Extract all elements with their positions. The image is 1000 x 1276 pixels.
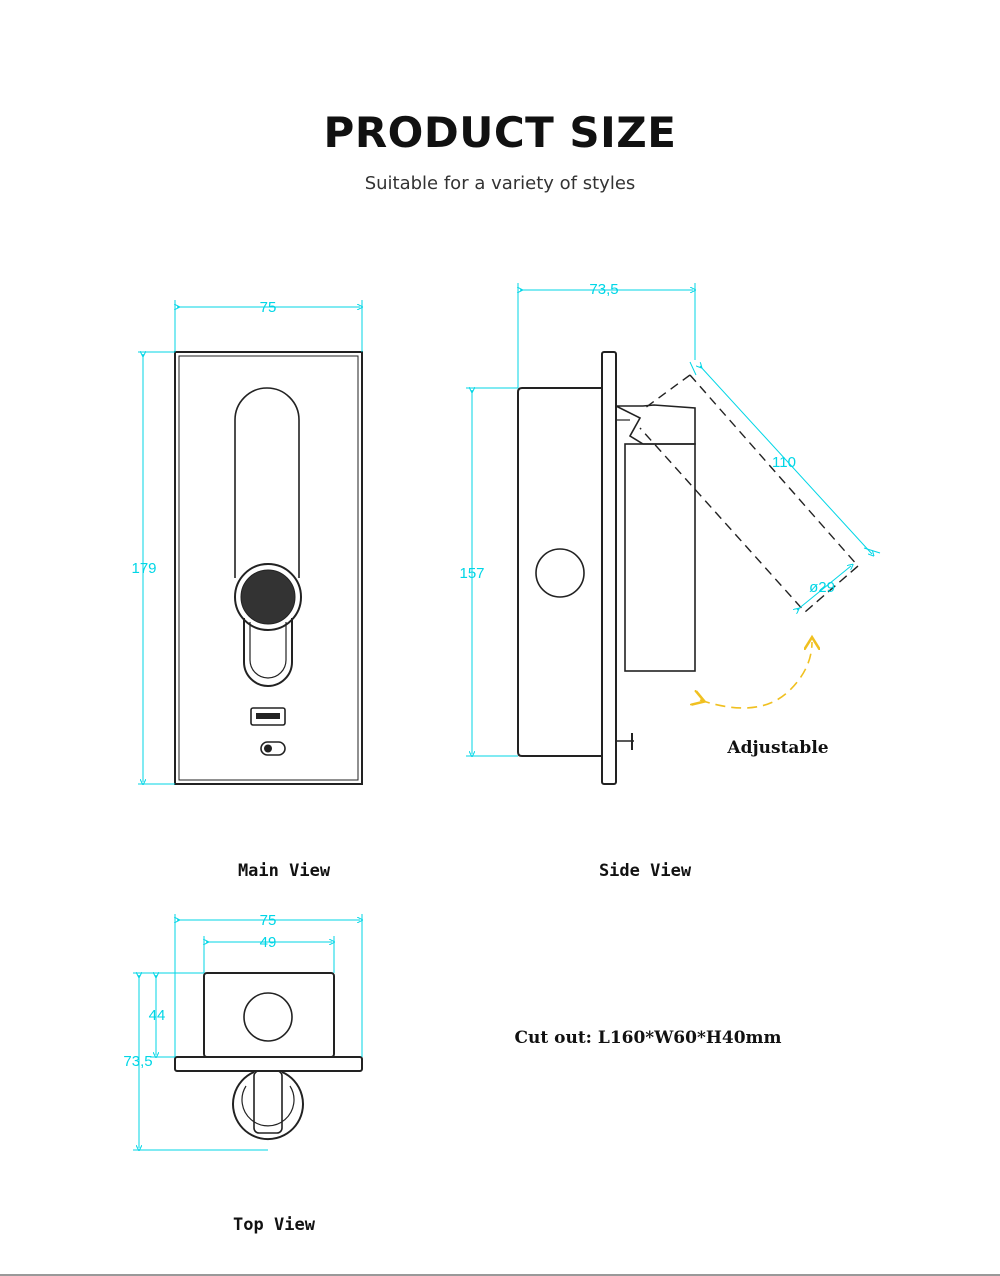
top-box xyxy=(203,972,335,1058)
head-diameter-dim: ø29 xyxy=(809,579,835,596)
main-view: 75 179 Main View xyxy=(131,299,363,881)
side-height-dim: 157 xyxy=(459,565,484,582)
side-face-plate xyxy=(601,351,617,785)
tilted-lamp-outline xyxy=(639,374,859,613)
adjustable-label: Adjustable xyxy=(726,738,828,758)
top-view-caption: Top View xyxy=(233,1215,316,1235)
lamp-head xyxy=(234,563,302,631)
main-plate xyxy=(174,351,363,785)
toggle-switch xyxy=(260,741,286,756)
main-width-dim: 75 xyxy=(260,299,277,316)
side-box xyxy=(517,387,602,757)
top-lamp-arm xyxy=(253,1070,283,1134)
side-depth-dim: 73,5 xyxy=(589,281,618,298)
top-width-dim: 75 xyxy=(260,912,277,929)
top-body-depth-dim: 44 xyxy=(149,1007,166,1024)
top-view: 75 49 44 73,5 Top View xyxy=(123,912,363,1235)
lamp-arm-loop xyxy=(243,618,293,687)
arm-length-dim: 110 xyxy=(772,454,796,471)
side-button xyxy=(535,548,585,598)
lamp-arm xyxy=(624,443,696,672)
top-inner-width-dim: 49 xyxy=(260,934,277,951)
side-view: 110 ø29 Adjustable 73,5 157 Side View xyxy=(459,281,881,881)
main-view-caption: Main View xyxy=(238,861,331,881)
top-button xyxy=(243,992,293,1042)
adjust-arc-arrow xyxy=(700,642,812,709)
top-lamp-ring xyxy=(232,1071,304,1140)
lamp-slot xyxy=(234,387,300,578)
page-title: PRODUCT SIZE xyxy=(323,108,677,157)
top-plate xyxy=(174,1056,363,1072)
lamp-pivot xyxy=(615,404,696,445)
cutout-note: Cut out: L160*W60*H40mm xyxy=(514,1028,781,1048)
side-view-caption: Side View xyxy=(599,861,692,881)
main-height-dim: 179 xyxy=(131,560,156,577)
usb-port xyxy=(250,707,286,726)
top-total-depth-dim: 73,5 xyxy=(123,1053,152,1070)
page-subtitle: Suitable for a variety of styles xyxy=(364,173,636,194)
